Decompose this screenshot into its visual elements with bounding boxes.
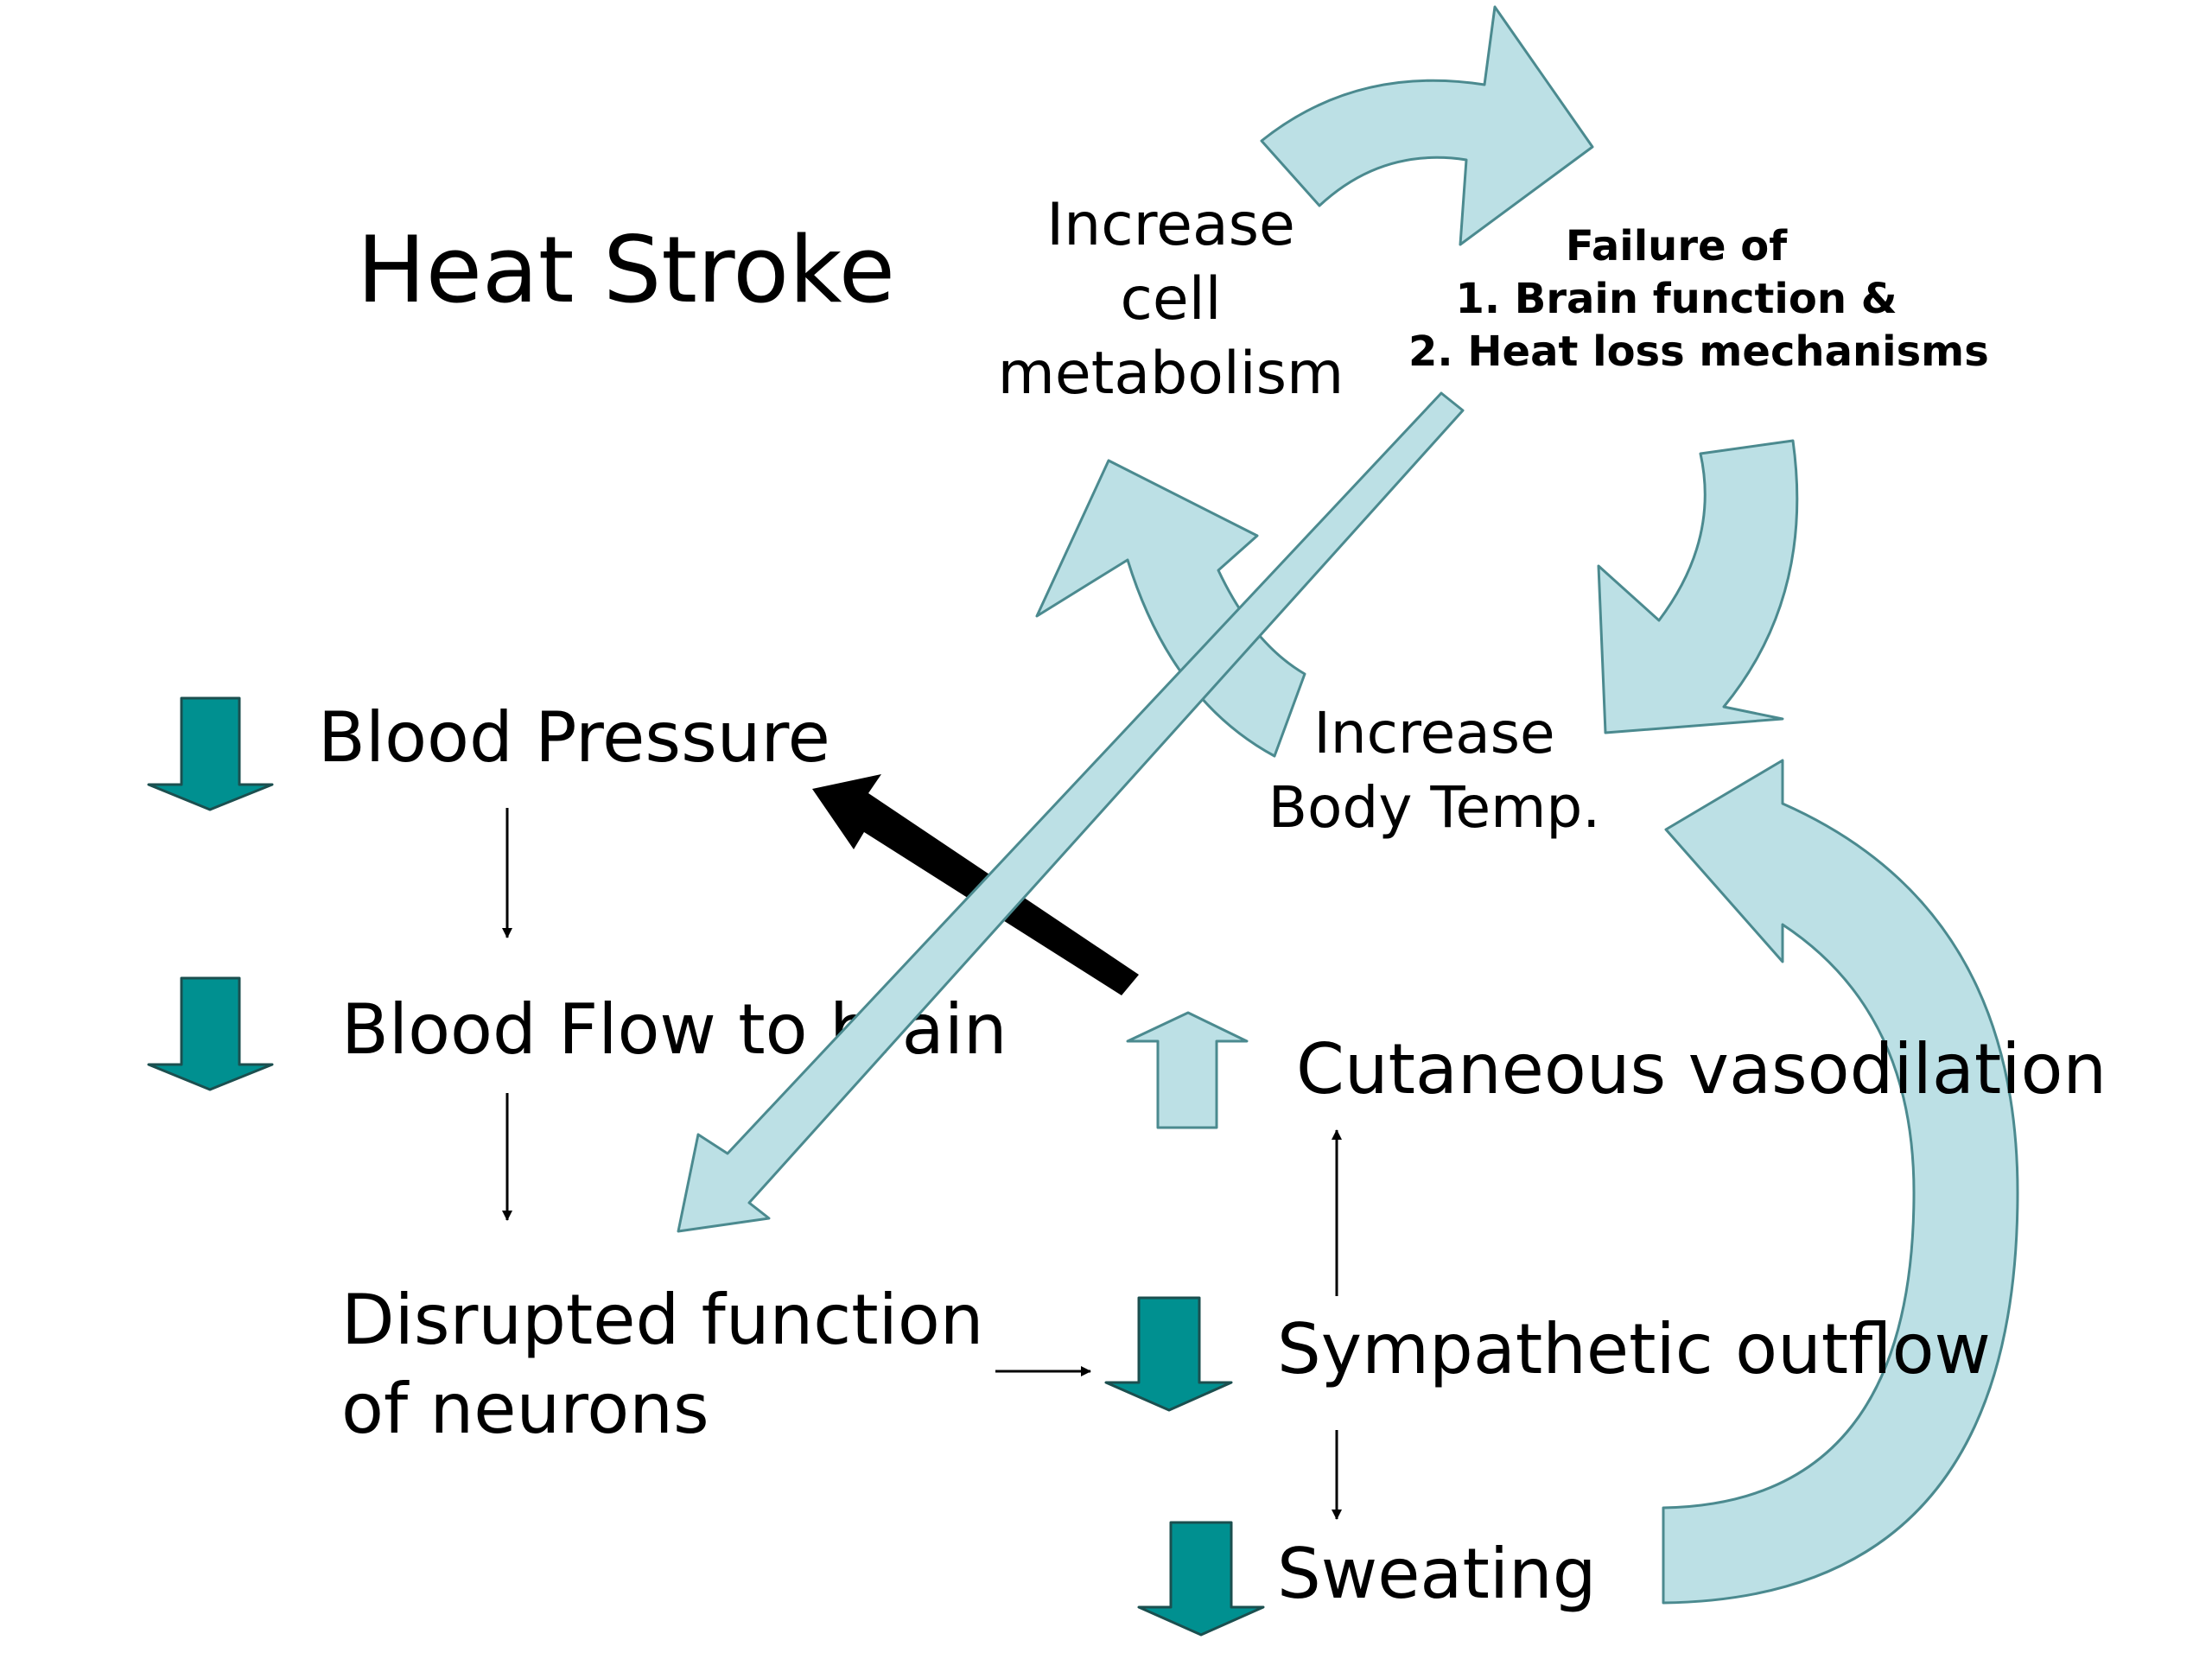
label-line: Disrupted function: [341, 1280, 984, 1360]
label-line: metabolism: [997, 340, 1344, 408]
label-line: 2. Heat loss mechanisms: [1408, 327, 1989, 376]
label-line: Increase: [1313, 700, 1555, 766]
arrow-metabolism-to-failure: [1260, 5, 1594, 246]
up-arrow-cutaneous-vasodilation: [1126, 1011, 1249, 1129]
label-line: Failure of: [1565, 222, 1788, 270]
thin-connectors: [502, 808, 1342, 1520]
arrow-bodytemp-to-metabolism: [1035, 459, 1306, 758]
arrow-failure-to-disrupted: [677, 391, 1465, 1233]
label-failure: Failure of 1. Brain function & 2. Heat l…: [1408, 220, 1989, 378]
label-disrupted-function: Disrupted function of neurons: [341, 1275, 983, 1453]
down-arrow-sympathetic-outflow: [1104, 1296, 1233, 1412]
label-line: Body Temp.: [1268, 774, 1601, 841]
label-blood-pressure: Blood Pressure: [318, 697, 830, 778]
arrow-failure-to-bodytemp: [1597, 439, 1799, 734]
label-line: cell: [1120, 265, 1222, 334]
label-line: of neurons: [341, 1369, 709, 1449]
page-title: Heat Stroke: [357, 217, 895, 323]
label-sweating: Sweating: [1277, 1534, 1597, 1614]
label-cutaneous-vasodilation: Cutaneous vasodilation: [1296, 1029, 2107, 1109]
label-sympathetic-outflow: Sympathetic outflow: [1277, 1309, 1991, 1389]
down-arrow-sweating: [1137, 1521, 1265, 1637]
arrow-sweating-to-bodytemp: [1662, 759, 2019, 1605]
label-line: Increase: [1046, 191, 1295, 259]
black-arrow-vasodilation-to-bp: [812, 774, 1139, 995]
label-increase-cell-metabolism: Increase cell metabolism: [989, 188, 1352, 411]
down-arrow-blood-pressure: [147, 696, 274, 811]
label-increase-body-temp: Increase Body Temp.: [1244, 696, 1624, 845]
label-line: 1. Brain function &: [1455, 275, 1897, 323]
down-arrow-blood-flow: [147, 976, 274, 1091]
cycle-arrows: [1035, 5, 2019, 1605]
